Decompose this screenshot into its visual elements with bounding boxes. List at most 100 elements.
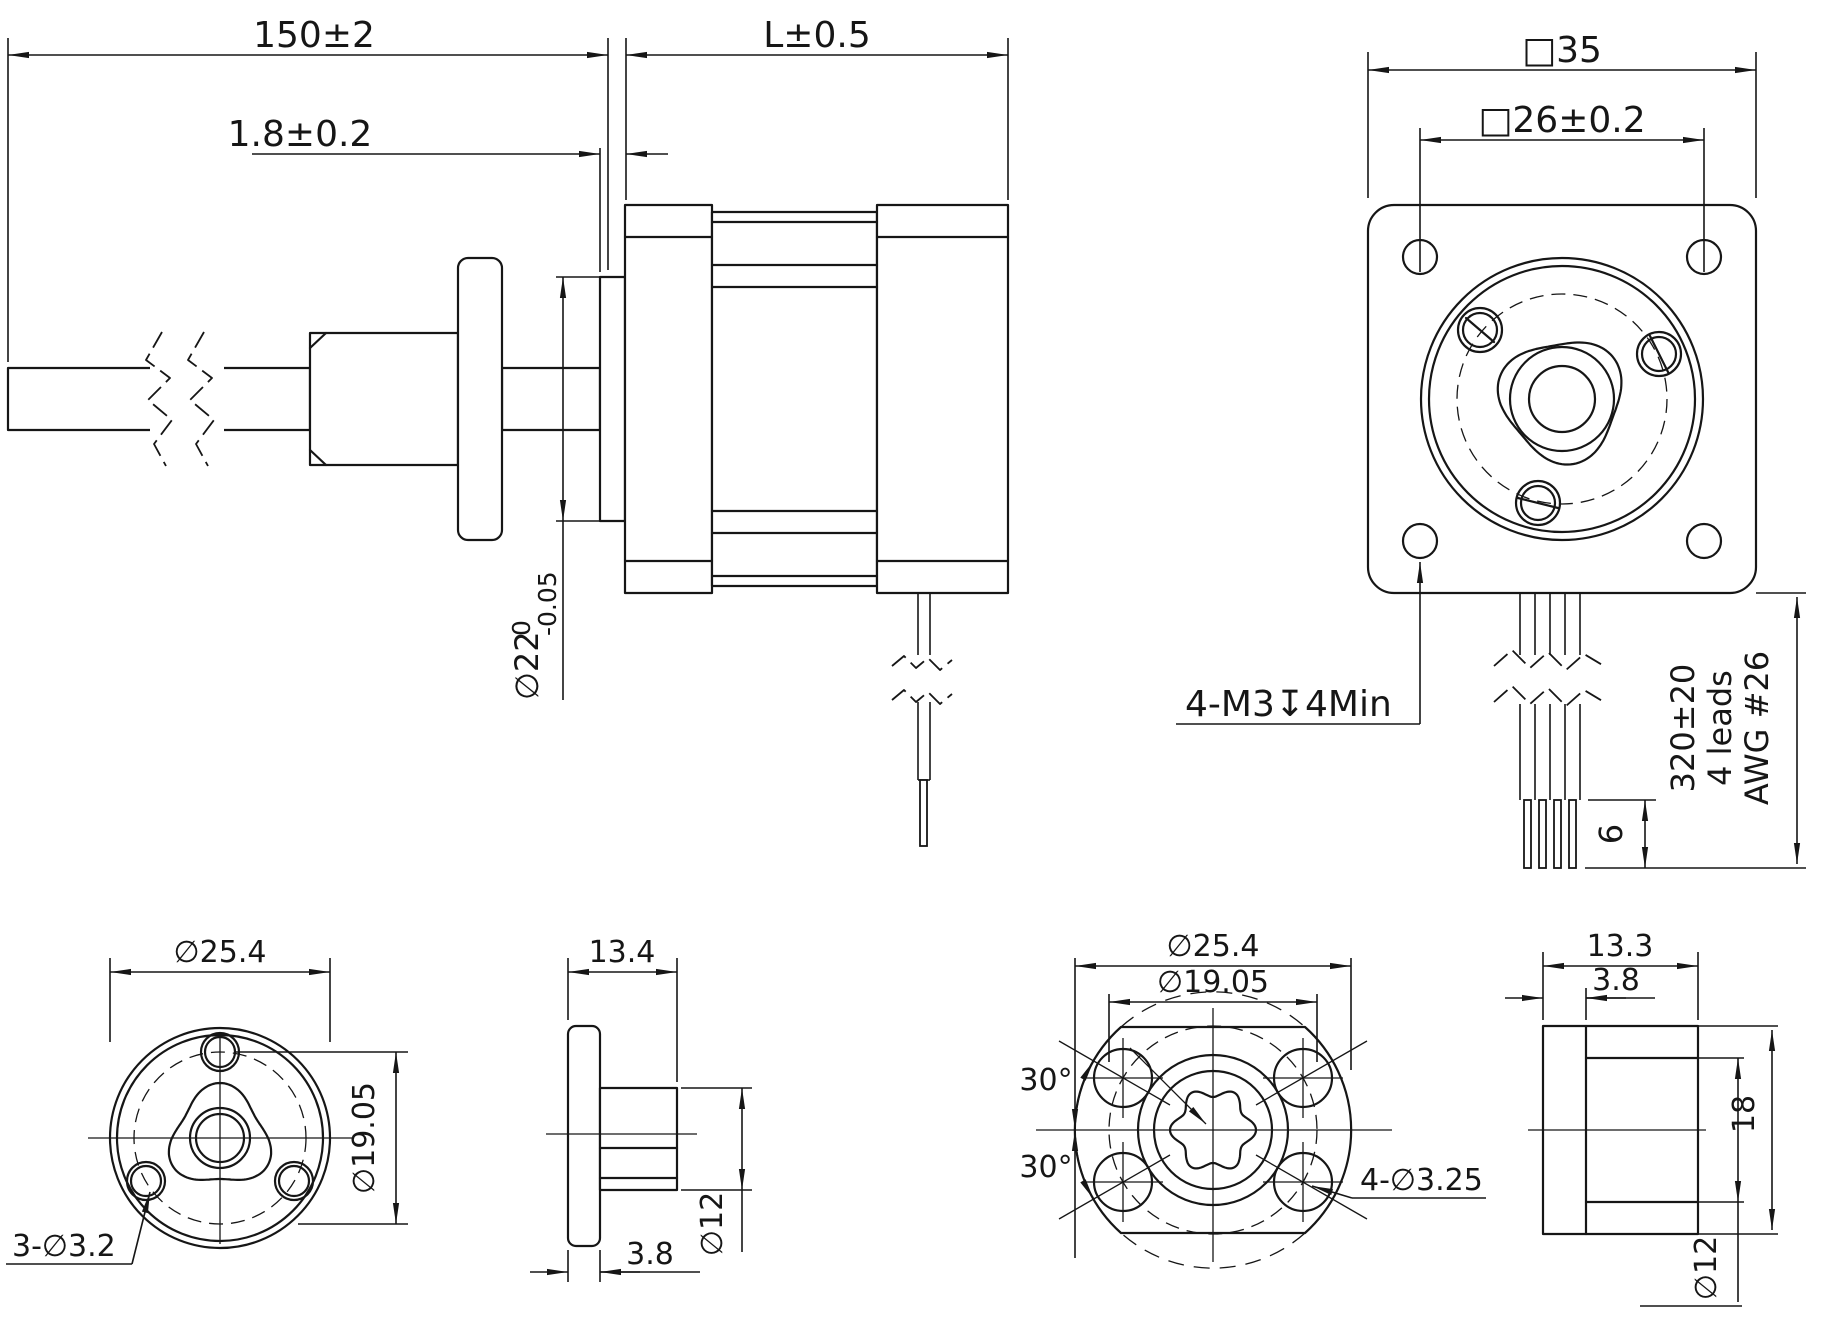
dim-nut-flange-thickness: 3.8 xyxy=(530,1237,700,1282)
motor-body-circle-outer xyxy=(1419,256,1705,542)
nut2-side-view: 13.3 3.8 18 ∅12 xyxy=(1505,929,1778,1307)
center-leader xyxy=(1129,1047,1207,1125)
wire-break-mark xyxy=(891,689,953,705)
dim-nut2-length: 13.3 xyxy=(1542,929,1699,1020)
nut2-flange-circle-dashed xyxy=(1120,1232,1306,1269)
motor-stack xyxy=(710,210,879,588)
dim-nut2-boss-dia: ∅12 xyxy=(1640,1058,1742,1307)
dim-nut-flange-thickness-label: 3.8 xyxy=(626,1237,674,1272)
side-view-lead-wire xyxy=(891,593,953,847)
pilot-tol-lower-label: -0.05 xyxy=(533,571,562,636)
nut-hub-ring xyxy=(1508,345,1616,453)
dim-nut2-body-height-label: 18 xyxy=(1727,1095,1762,1133)
dim-nut2-boss-dia-label: ∅12 xyxy=(1689,1236,1724,1300)
note-mount-holes: 4-M3↧4Min xyxy=(1176,562,1424,725)
dim-pilot-offset-label: 1.8±0.2 xyxy=(228,114,373,155)
note-lead-count-label: 4 leads xyxy=(1701,670,1739,786)
dim-nut-length: 13.4 xyxy=(567,935,678,1082)
nut-front-view: ∅25.4 ∅19.05 3-∅3.2 xyxy=(6,935,408,1265)
note-nut2-holes-label: 4-∅3.25 xyxy=(1360,1163,1483,1198)
dim-nut2-flange-dia-label: ∅25.4 xyxy=(1167,929,1260,964)
dim-pilot-dia: ∅22 0 -0.05 xyxy=(507,276,600,700)
dim-nut2-length-label: 13.3 xyxy=(1587,929,1654,964)
wire-stripped-end xyxy=(1553,799,1562,869)
nut-boss-on-screw xyxy=(308,331,460,467)
dim-lead-length: 320±20 4 leads AWG #26 xyxy=(1585,592,1806,869)
nut2-flange-circle-dashed xyxy=(1120,991,1306,1028)
motor-body-circle-inner xyxy=(1427,264,1697,534)
dim-nut-boss-dia-label: ∅12 xyxy=(695,1192,730,1256)
dim-nut2-flange-thickness-label: 3.8 xyxy=(1592,963,1640,998)
nut-hole-lower-right xyxy=(273,1160,315,1202)
hole-axis-30-down-right xyxy=(1255,1154,1368,1220)
motor-side-view: 150±2 L±0.5 1.8±0.2 ∅22 0 -0.05 xyxy=(6,15,1010,847)
dim-nut2-bolt-circle: ∅19.05 xyxy=(1108,965,1318,1062)
dim-nut-bolt-circle: ∅19.05 xyxy=(234,1051,408,1225)
dim-screw-length-label: 150±2 xyxy=(253,15,375,56)
dim-hole-angle-lower-label: 30° xyxy=(1019,1150,1072,1185)
motor-rear-cap xyxy=(875,203,1010,595)
dim-body-width: □35 xyxy=(1367,30,1757,198)
lead-wire-bundle xyxy=(1493,593,1605,869)
face-screw-bottom xyxy=(1514,479,1562,527)
dim-nut-flange-dia-label: ∅25.4 xyxy=(174,935,267,970)
dim-hole-angle-upper-label: 30° xyxy=(1019,1063,1072,1098)
dim-body-width-label: □35 xyxy=(1522,30,1602,71)
nut2-front-view: 30° 30° ∅25.4 ∅19.05 4-∅3.25 xyxy=(1019,929,1486,1269)
note-mount-holes-label: 4-M3↧4Min xyxy=(1185,684,1392,725)
dim-nut-length-label: 13.4 xyxy=(589,935,656,970)
nut-flange-on-screw xyxy=(456,256,504,542)
screw-bolt-circle xyxy=(1456,293,1668,505)
note-nut2-holes: 4-∅3.25 xyxy=(1311,1163,1486,1199)
dim-pilot-offset: 1.8±0.2 xyxy=(228,114,668,272)
pilot-dia-label: ∅22 xyxy=(508,631,546,700)
dim-nut2-bolt-circle-label: ∅19.05 xyxy=(1157,965,1269,1000)
screw-bore xyxy=(1527,364,1597,434)
face-screw-upper-left xyxy=(1456,306,1504,354)
dim-screw-length: 150±2 xyxy=(7,15,609,362)
dim-nut-bolt-circle-label: ∅19.05 xyxy=(347,1082,382,1194)
motor-front-view: □35 □26±0.2 4-M3↧4Min xyxy=(1176,30,1806,869)
wire-stripped-end xyxy=(1538,799,1547,869)
screw-break-line-2 xyxy=(187,331,215,467)
wire-stripped-end xyxy=(1523,799,1532,869)
dim-hole-angles: 30° 30° xyxy=(1019,958,1095,1258)
dim-strip-length: 6 xyxy=(1588,799,1656,868)
screw-break-line-1 xyxy=(145,331,173,467)
face-screw-upper-right xyxy=(1635,330,1683,378)
hole-axis-30-up xyxy=(1058,1040,1171,1106)
dim-nut2-body-height: 18 xyxy=(1727,1030,1776,1230)
wire-break-mark xyxy=(1493,649,1605,671)
pilot-tol-upper-label: 0 xyxy=(507,620,536,636)
dim-nut2-flange-dia: ∅25.4 xyxy=(1075,929,1352,1070)
nut-flange-side xyxy=(566,1024,602,1248)
dim-nut-boss-dia: ∅12 xyxy=(681,1087,752,1256)
wire-break-mark xyxy=(1493,685,1605,707)
motor-front-cap xyxy=(623,203,714,595)
screw-break-gap xyxy=(150,330,224,468)
lead-screw-thread-right xyxy=(500,366,602,432)
nut-side-view: 13.4 3.8 ∅12 xyxy=(530,935,752,1282)
hole-axis-30-down xyxy=(1058,1154,1171,1220)
dim-motor-length: L±0.5 xyxy=(625,15,1009,200)
mount-hole-bottom-right xyxy=(1685,522,1723,560)
hole-axis-30-up-right xyxy=(1255,1040,1368,1106)
note-nut-holes-label: 3-∅3.2 xyxy=(12,1229,116,1264)
note-nut-holes: 3-∅3.2 xyxy=(6,1191,151,1265)
dim-nut-flange-dia: ∅25.4 xyxy=(109,935,331,1042)
dim-nut2-flange-thickness: 3.8 xyxy=(1505,963,1655,1020)
dim-mount-spacing-label: □26±0.2 xyxy=(1478,100,1645,141)
motor-pilot-boss xyxy=(598,275,627,523)
dim-motor-length-label: L±0.5 xyxy=(763,15,870,56)
dim-mount-spacing: □26±0.2 xyxy=(1419,100,1705,272)
wire-stripped-end xyxy=(919,779,928,847)
wire-stripped-end xyxy=(1568,799,1577,869)
mount-hole-bottom-left xyxy=(1401,522,1439,560)
dim-lead-length-label: 320±20 xyxy=(1664,664,1702,793)
nut-hub-profile xyxy=(1496,341,1623,466)
nut-boss-side xyxy=(598,1086,679,1192)
wire-break-mark xyxy=(891,655,953,671)
note-lead-gauge-label: AWG #26 xyxy=(1738,651,1776,805)
